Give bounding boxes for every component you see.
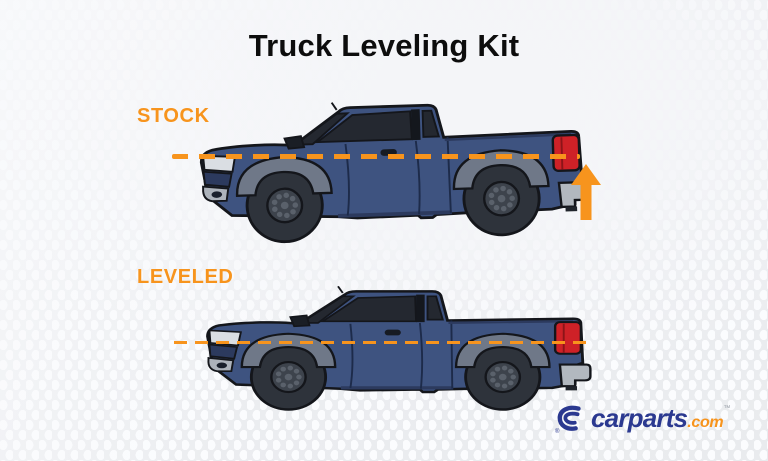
stock-label: STOCK	[137, 105, 210, 127]
leveled-truck-illustration	[198, 283, 598, 412]
leveled-label: LEVELED	[137, 266, 234, 288]
stock-truck-illustration	[190, 91, 599, 248]
brand-name: carparts	[591, 402, 688, 433]
carparts-logo: ® carparts .com ™	[555, 401, 730, 436]
trademark-mark: ™	[723, 404, 731, 412]
stock-reference-line-icon	[172, 154, 580, 159]
brand-tld: .com	[687, 413, 724, 431]
registered-mark: ®	[555, 429, 560, 435]
lift-up-arrow-icon	[571, 164, 601, 220]
page-title: Truck Leveling Kit	[248, 28, 520, 63]
carparts-wordmark: carparts .com ™	[591, 403, 730, 434]
leveled-reference-line-icon	[174, 341, 588, 344]
carparts-swirl-icon: ®	[555, 403, 586, 435]
